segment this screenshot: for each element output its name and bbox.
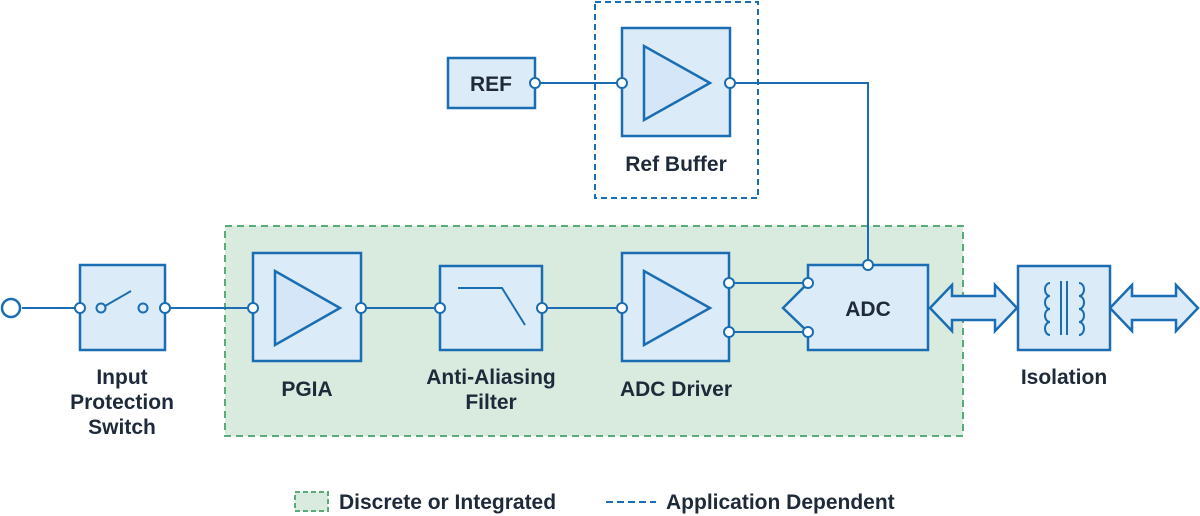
filter-box [438, 264, 544, 352]
ref-label: REF [470, 73, 512, 96]
input-terminal [0, 297, 22, 319]
anti-aliasing-filter-block [434, 264, 548, 352]
adc-driver-block [616, 251, 735, 363]
lowpass-response-icon [458, 287, 526, 326]
switch-input-pin [74, 302, 86, 314]
pgia-label: PGIA [281, 378, 332, 401]
input-protection-switch-label-line3: Switch [88, 416, 156, 439]
anti-aliasing-filter-label-line2: Filter [465, 391, 516, 414]
adc-input-neg-pin [802, 326, 814, 338]
legend-discrete-or-integrated: Discrete or Integrated [339, 491, 556, 514]
legend-green-swatch [294, 491, 329, 512]
switch-contact-right [137, 302, 149, 314]
isolation-block [1016, 264, 1112, 352]
adc-driver-output-neg-pin [723, 326, 735, 338]
input-protection-switch-label-line2: Protection [70, 391, 174, 414]
adc-input-pos-pin [802, 277, 814, 289]
adc-ref-pin [862, 259, 874, 271]
pgia-block [247, 251, 367, 363]
bidirectional-arrow-icon [1108, 281, 1200, 335]
ref-output-pin [529, 77, 541, 89]
switch-output-pin [159, 302, 171, 314]
ref-buffer-output-pin [724, 77, 736, 89]
adc-driver-label: ADC Driver [620, 378, 732, 401]
amplifier-triangle-icon [642, 268, 713, 348]
legend-application-dependent: Application Dependent [666, 491, 895, 514]
adc-driver-output-pos-pin [723, 277, 735, 289]
adc-block [781, 259, 930, 352]
ref-buffer-label: Ref Buffer [625, 153, 727, 176]
adc-label: ADC [845, 298, 891, 321]
input-protection-switch-box [78, 263, 167, 352]
filter-output-pin [536, 302, 548, 314]
switch-contact-left [95, 302, 107, 314]
anti-aliasing-filter-label-line1: Anti-Aliasing [426, 366, 556, 389]
transformer-primary-coil-icon [1044, 282, 1051, 336]
isolation-label: Isolation [1021, 366, 1107, 389]
input-protection-switch-block [74, 263, 171, 352]
amplifier-triangle-icon [273, 268, 343, 348]
filter-input-pin [434, 302, 446, 314]
pgia-input-pin [247, 302, 259, 314]
ref-buffer-block [616, 26, 736, 138]
ref-block [446, 56, 541, 110]
switch-blade-icon [104, 290, 132, 307]
legend: Discrete or Integrated Application Depen… [294, 491, 895, 514]
pgia-output-pin [355, 302, 367, 314]
wires [22, 82, 869, 333]
transformer-secondary-coil-icon [1078, 282, 1085, 336]
input-protection-switch-label-line1: Input [96, 366, 147, 389]
amplifier-triangle-icon [642, 43, 713, 123]
adc-driver-input-pin [616, 302, 628, 314]
ref-buffer-input-pin [616, 77, 628, 89]
isolation-box [1016, 264, 1112, 352]
wire-buffer-adc-ref [730, 82, 869, 265]
application-dependent-region [594, 1, 759, 199]
